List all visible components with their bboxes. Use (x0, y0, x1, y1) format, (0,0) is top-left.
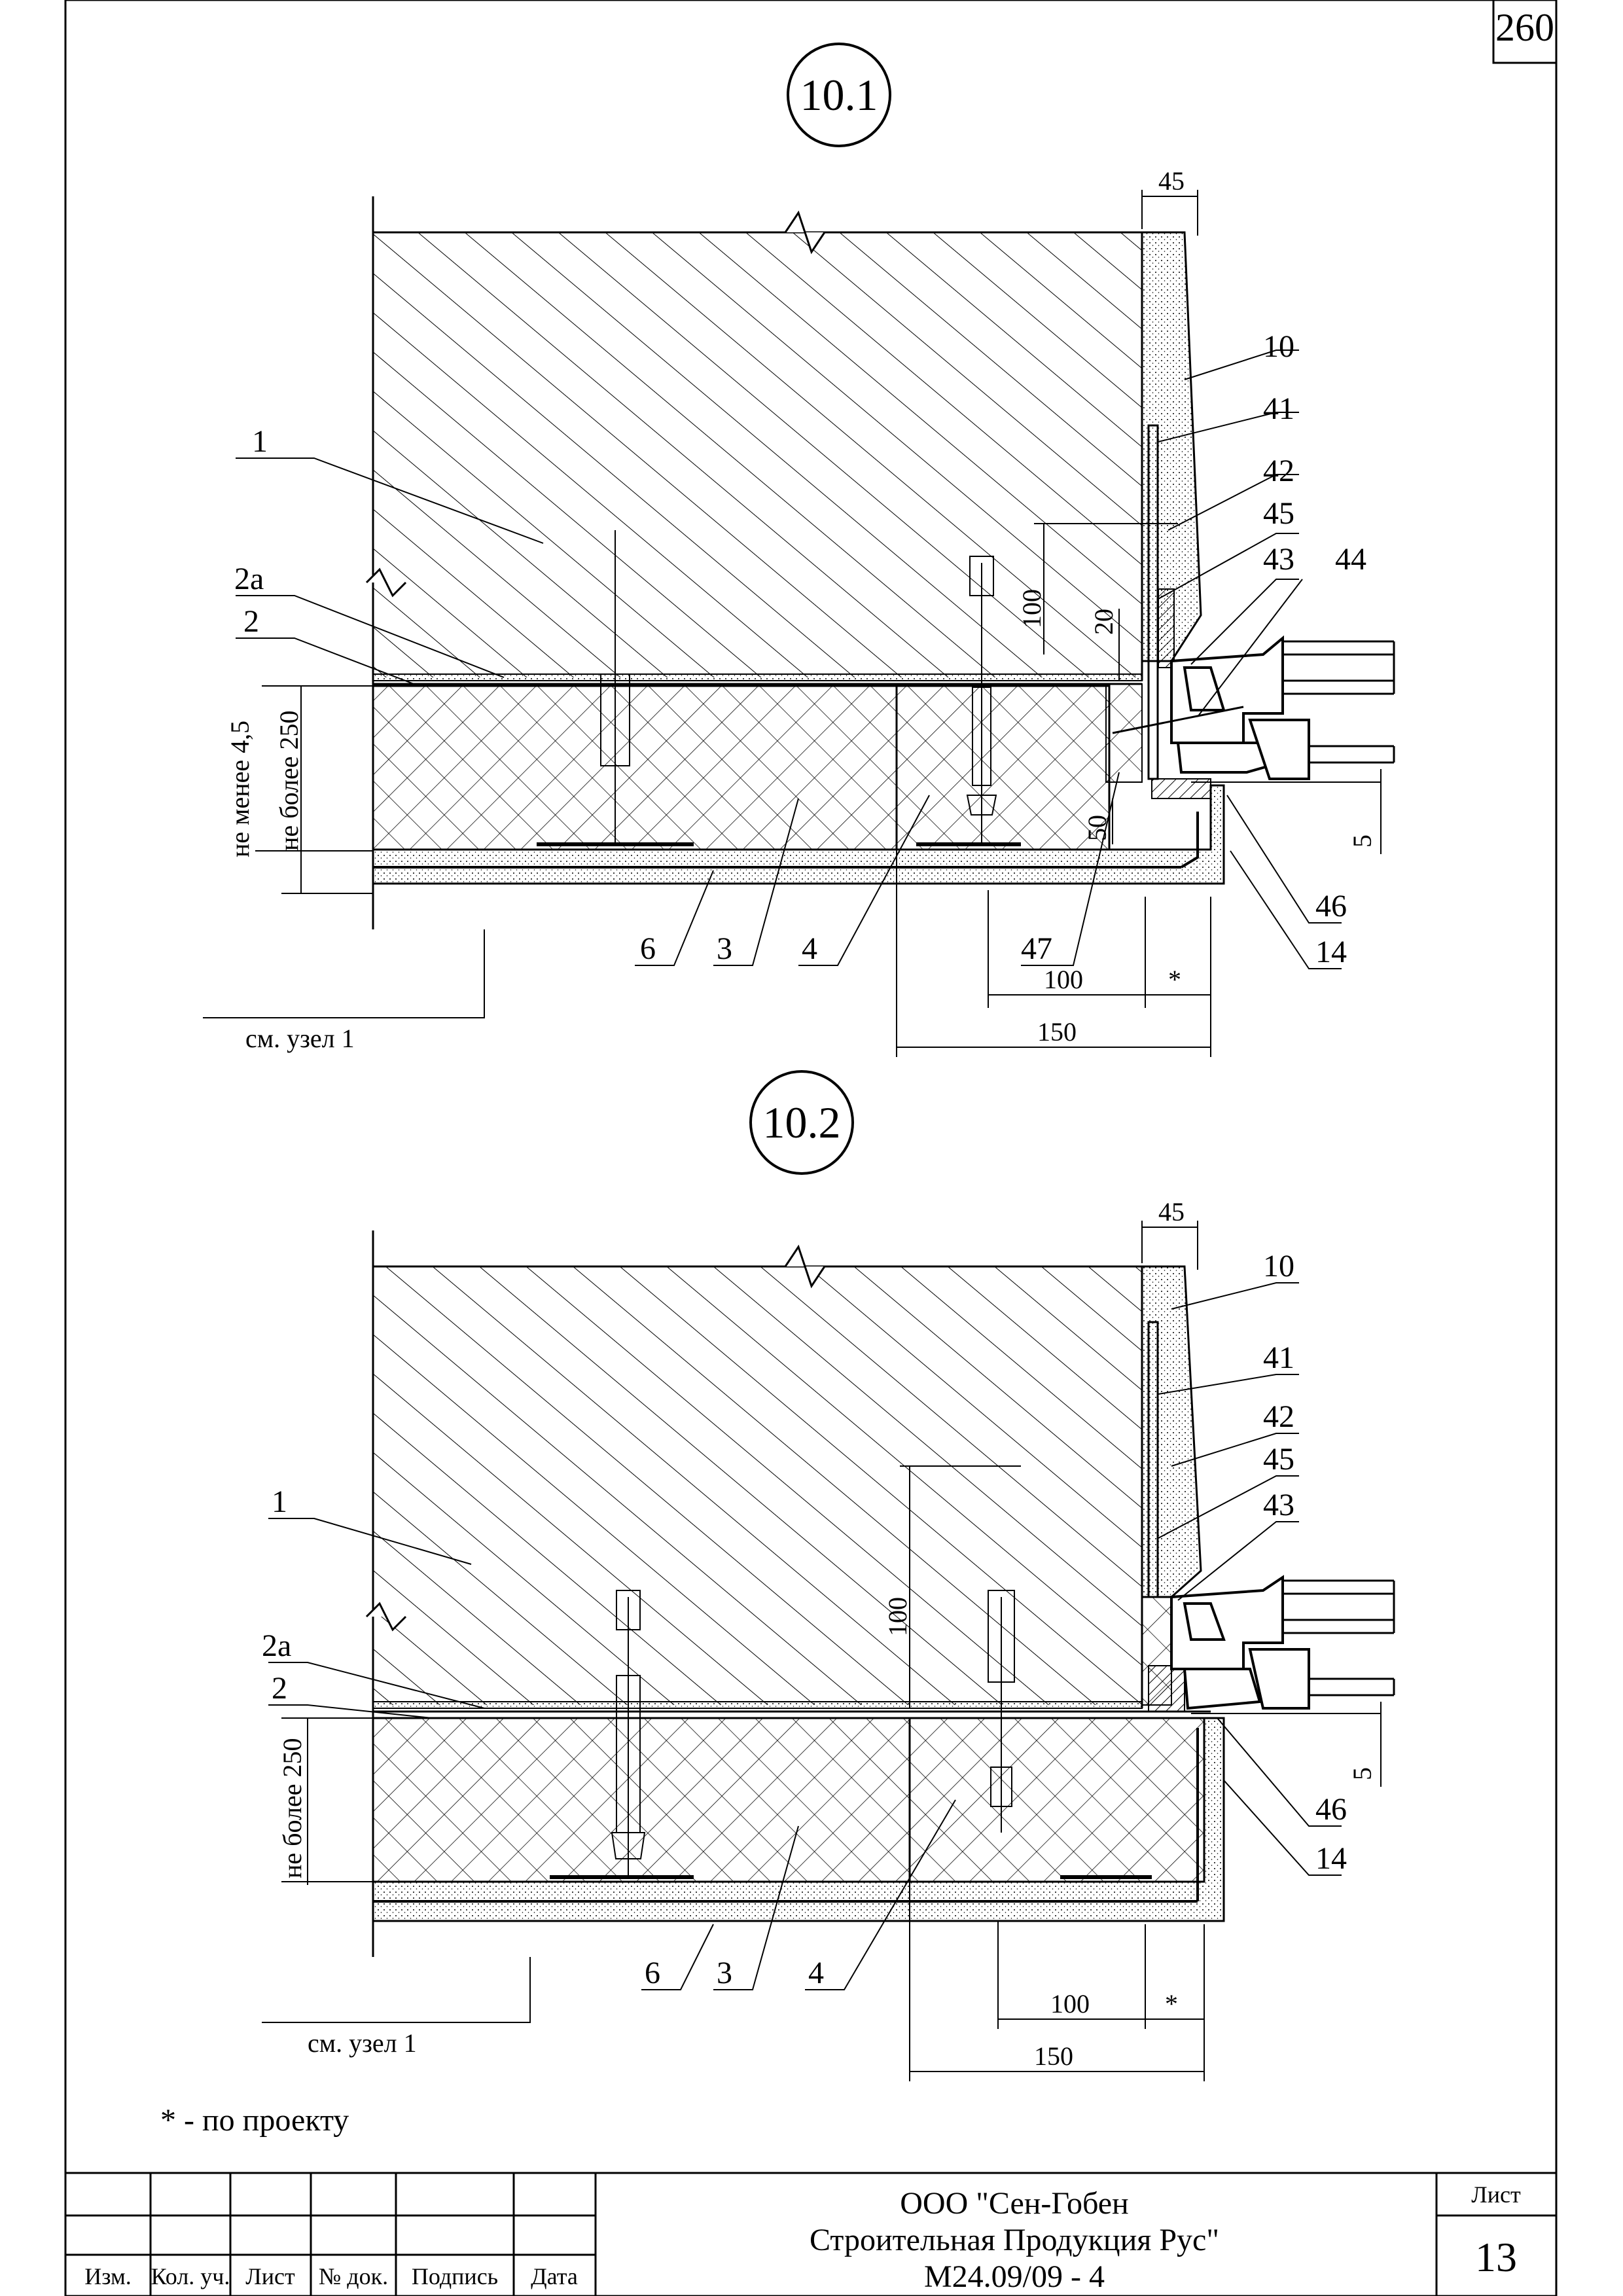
footnote: * - по проекту (160, 2103, 349, 2138)
col-doc: № док. (319, 2263, 388, 2289)
dim-5: 5 (1347, 834, 1377, 848)
org-line-2: Строительная Продукция Рус" (810, 2223, 1219, 2257)
label-1b: 1 (272, 1484, 287, 1519)
dim-150b: 150 (1034, 2041, 1073, 2071)
dim-100-vertical-b: 100 (883, 1597, 912, 1636)
dim-not-less: не менее 4,5 (225, 721, 255, 857)
label-45: 45 (1263, 496, 1294, 531)
col-kol-uch: Кол. уч. (151, 2263, 230, 2289)
dim-not-more-b: не более 250 (277, 1738, 307, 1878)
label-14b: 14 (1315, 1841, 1347, 1876)
detail-id-10-1: 10.1 (800, 70, 878, 120)
dim-star-b: * (1165, 1989, 1178, 2018)
col-sign: Подпись (412, 2263, 498, 2289)
sheet-value: 13 (1475, 2234, 1517, 2280)
detail-10-2: 10.2 (262, 1070, 1395, 2081)
dim-150: 150 (1037, 1017, 1077, 1047)
label-10: 10 (1263, 329, 1294, 364)
label-6: 6 (640, 931, 656, 966)
label-3: 3 (717, 931, 732, 966)
dim-45b: 45 (1158, 1197, 1185, 1227)
label-44: 44 (1335, 542, 1366, 577)
dim-not-more: не более 250 (274, 711, 304, 851)
insulation-board-3 (372, 685, 898, 851)
label-10b: 10 (1263, 1249, 1294, 1283)
label-42: 42 (1263, 454, 1294, 488)
col-izm: Изм. (84, 2263, 132, 2289)
label-4b: 4 (808, 1956, 824, 1990)
label-1: 1 (252, 424, 268, 459)
dim-100-vertical: 100 (1017, 589, 1046, 628)
insulation-board-4 (895, 685, 1111, 851)
col-date: Дата (531, 2263, 578, 2289)
col-list: Лист (245, 2263, 295, 2289)
label-42b: 42 (1263, 1399, 1294, 1434)
detail-10-1: 10.1 (203, 43, 1395, 1057)
label-43: 43 (1263, 542, 1294, 577)
concrete-slab-2 (373, 1266, 1142, 1705)
dim-100b: 100 (1050, 1989, 1090, 2018)
insulation-board-4b (908, 1717, 1205, 1883)
doc-code: М24.09/09 - 4 (924, 2259, 1105, 2294)
label-43b: 43 (1263, 1488, 1294, 1522)
sheet-frame (64, 0, 1558, 2296)
title-block (65, 2172, 1556, 2296)
label-4: 4 (802, 931, 817, 966)
label-3b: 3 (717, 1956, 732, 1990)
label-14: 14 (1315, 935, 1347, 969)
dim-100: 100 (1044, 965, 1083, 994)
dim-star: * (1168, 965, 1181, 994)
org-line-1: ООО "Сен-Гобен (900, 2186, 1128, 2221)
see-node: см. узел 1 (245, 1024, 355, 1053)
dim-5b: 5 (1347, 1767, 1377, 1780)
label-47: 47 (1021, 931, 1052, 966)
sheet-number-top: 260 (1495, 6, 1554, 49)
label-6b: 6 (645, 1956, 660, 1990)
concrete-slab (373, 232, 1142, 677)
label-2a: 2а (234, 562, 264, 596)
reveal-plaster-10b (1141, 1265, 1202, 1598)
label-2: 2 (243, 604, 259, 639)
detail-marker-10-1 (787, 43, 891, 147)
sheet-number-box (1492, 0, 1558, 64)
label-41b: 41 (1263, 1340, 1294, 1375)
label-45b: 45 (1263, 1442, 1294, 1477)
sheet-label: Лист (1471, 2181, 1521, 2208)
label-2a-b: 2а (262, 1628, 291, 1663)
detail-marker-10-2 (749, 1070, 854, 1175)
dim-20: 20 (1089, 609, 1118, 635)
dim-50: 50 (1082, 815, 1112, 841)
see-node-b: см. узел 1 (308, 2028, 417, 2058)
label-46b: 46 (1315, 1792, 1347, 1827)
label-41: 41 (1263, 391, 1294, 426)
dim-45: 45 (1158, 166, 1185, 196)
label-46: 46 (1315, 889, 1347, 924)
detail-id-10-2: 10.2 (763, 1098, 841, 1147)
label-2b: 2 (272, 1671, 287, 1706)
